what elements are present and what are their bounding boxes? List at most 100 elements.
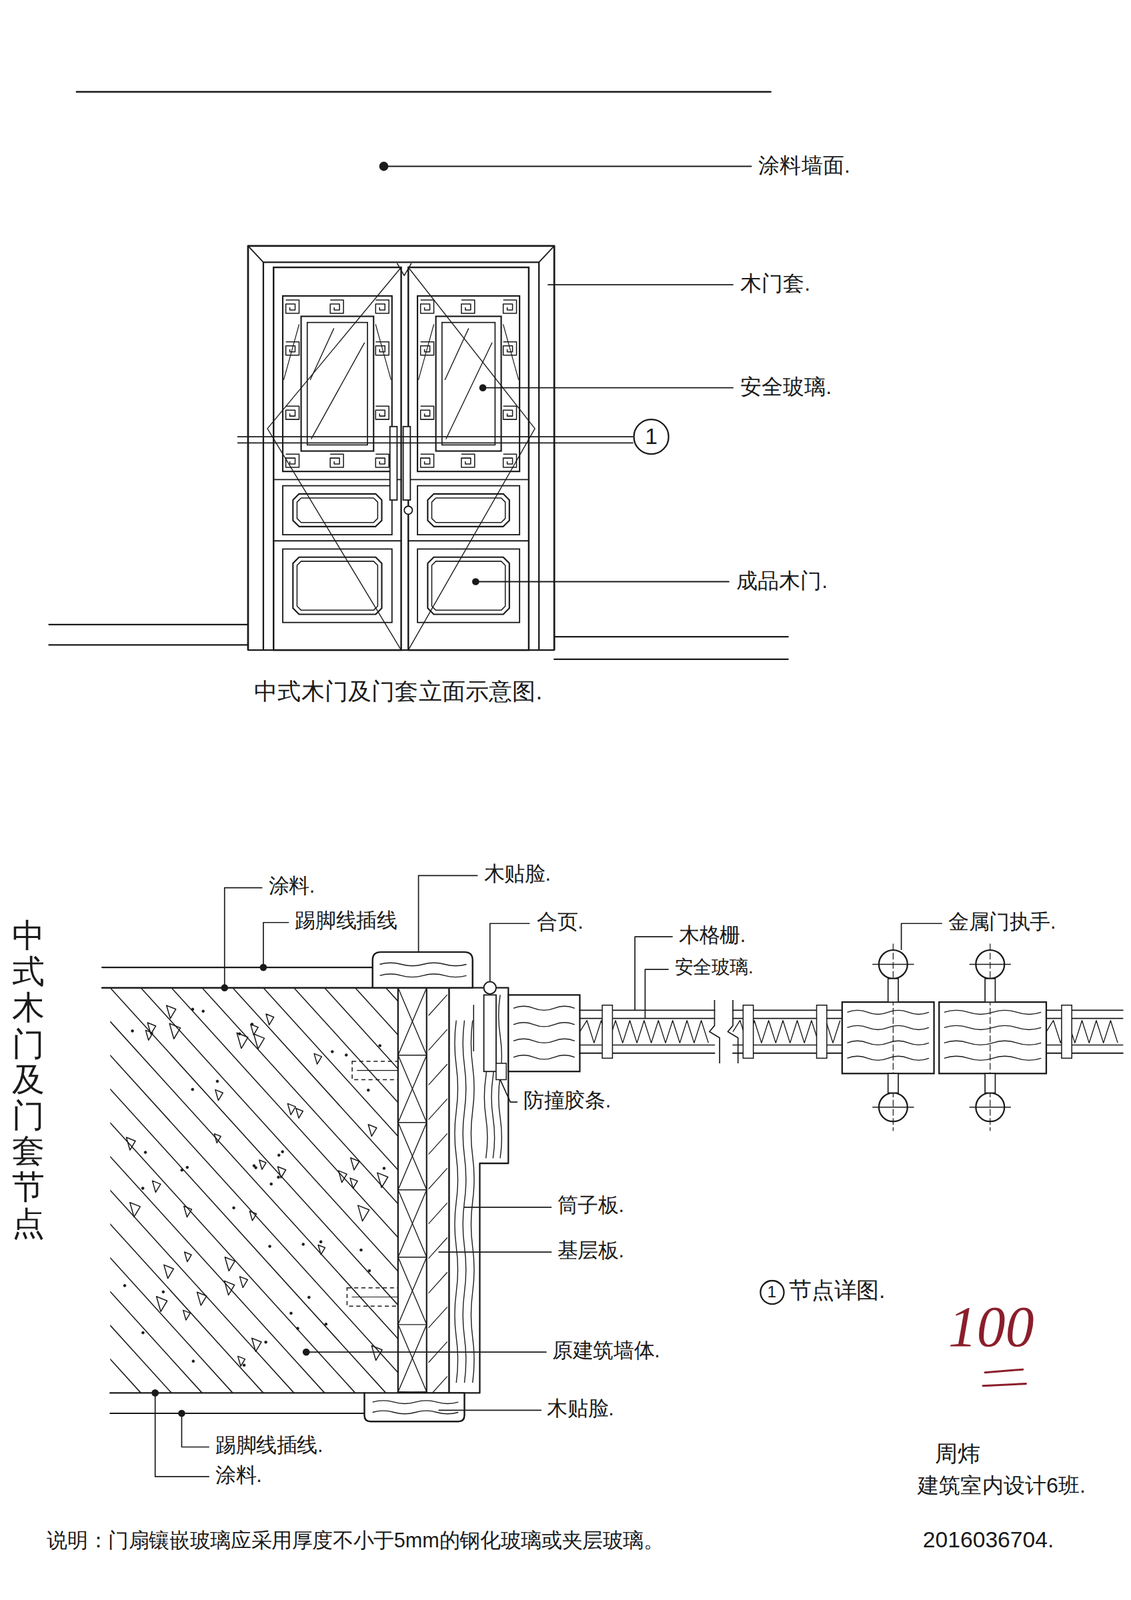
base-board — [426, 988, 450, 1394]
handle-spindle — [888, 978, 899, 1003]
skirting-line — [48, 624, 248, 626]
plywood-hatch — [428, 1169, 448, 1190]
part-label: 木格栅. — [677, 923, 747, 947]
plywood-hatch — [428, 1203, 448, 1225]
door-leaf — [408, 267, 529, 651]
aggregate-dot — [378, 1044, 382, 1048]
floor-line — [48, 644, 248, 646]
aggregate-dot — [277, 1154, 281, 1158]
aggregate-mark — [377, 1173, 389, 1188]
blocking-joint — [398, 1054, 427, 1056]
glass-pane — [307, 322, 368, 446]
glass-frame — [301, 316, 375, 452]
handle-axis — [989, 944, 991, 1131]
hatch-line — [110, 988, 203, 1394]
leader-line — [490, 923, 531, 982]
aggregate-dot — [191, 1008, 195, 1011]
leader-line — [181, 1413, 209, 1448]
door-stile — [508, 994, 580, 1072]
aggregate-mark — [238, 1356, 246, 1367]
wood-grain — [379, 962, 467, 967]
aggregate-mark — [145, 1030, 153, 1041]
aggregate-dot — [302, 1243, 305, 1247]
leader-line — [901, 923, 943, 951]
fret-ornament — [330, 454, 344, 468]
wood-grain — [372, 1401, 459, 1405]
hinge-leaf — [484, 994, 497, 1072]
door-leaf — [273, 267, 401, 651]
lattice-panel — [282, 296, 393, 472]
wood-grain — [379, 974, 467, 978]
section-line — [238, 436, 633, 438]
grade-mark: 100 — [946, 1294, 1035, 1361]
leader-line — [155, 1393, 210, 1478]
aggregate-mark — [314, 1053, 322, 1065]
part-label: 2016036704. — [921, 1527, 1055, 1554]
blocking-cross — [398, 1190, 427, 1258]
hatch-line — [294, 988, 399, 1394]
fret-ornament — [503, 300, 517, 314]
wall-face-line — [102, 986, 373, 989]
glass-hatch — [446, 342, 493, 439]
part-label: 说明：门扇镶嵌玻璃应采用厚度不小于5mm的钢化玻璃或夹层玻璃。 — [46, 1529, 665, 1553]
aggregate-dot — [162, 1291, 165, 1294]
leader-line — [464, 1207, 551, 1209]
wood-grain — [846, 1010, 929, 1015]
aggregate-mark — [126, 1137, 136, 1151]
grade-underline — [984, 1369, 1023, 1374]
part-label: 建筑室内设计6班. — [916, 1473, 1087, 1499]
aggregate-dot — [290, 1312, 293, 1316]
aggregate-mark — [252, 1338, 262, 1352]
part-label: 涂料. — [214, 1463, 263, 1488]
part-label: 安全玻璃. — [738, 374, 833, 400]
aggregate-dot — [366, 1088, 370, 1092]
blocking-cross — [398, 1190, 427, 1258]
blocking-cross — [398, 1325, 427, 1393]
plywood-hatch — [428, 1134, 448, 1156]
meeting-stile — [938, 1002, 1047, 1074]
aggregate-dot — [330, 1050, 334, 1054]
blocking-cross — [398, 1257, 427, 1326]
aggregate-dot — [319, 1241, 323, 1244]
lattice-hatch — [284, 324, 300, 381]
glass-hatch — [444, 328, 469, 381]
callout-number: 1 — [644, 425, 658, 449]
leader-line — [306, 1351, 547, 1354]
panel-moulding — [431, 561, 505, 611]
fret-ornament — [503, 454, 517, 468]
glass-hatch — [311, 342, 365, 439]
aggregate-dot — [123, 1285, 127, 1288]
wood-grain — [944, 1010, 1041, 1015]
blocking-cross — [398, 988, 427, 1056]
aggregate-mark — [259, 1160, 267, 1170]
part-label: 木门套. — [738, 271, 811, 297]
leaf-joint-mark — [396, 263, 411, 276]
leader-line — [482, 387, 733, 389]
fret-ornament — [420, 406, 435, 420]
aggregate-dot — [270, 1183, 273, 1186]
grille-bar — [1061, 1005, 1072, 1059]
wood-grain — [513, 1055, 575, 1060]
fret-ornament — [420, 454, 435, 468]
grille-edge — [579, 1052, 715, 1055]
handle-axis — [969, 964, 1011, 966]
hatch-line — [110, 988, 264, 1394]
glass-line — [579, 1018, 715, 1020]
wood-grain — [513, 1022, 575, 1027]
leader-line — [224, 888, 263, 989]
floor-line — [554, 658, 789, 661]
bumper-strip — [496, 1063, 507, 1080]
blocking-cross — [398, 1122, 427, 1191]
aggregate-mark — [130, 1203, 141, 1218]
jamb-lining — [449, 988, 509, 1394]
handle-spindle — [984, 1073, 995, 1093]
aggregate-mark — [287, 1103, 296, 1115]
aggregate-dot — [382, 1167, 386, 1171]
aggregate-mark — [249, 1211, 257, 1222]
aggregate-dot — [277, 1176, 281, 1180]
aggregate-mark — [236, 1032, 249, 1049]
grille-bar — [816, 1005, 827, 1059]
lattice-panel — [417, 296, 520, 472]
plywood-hatch — [428, 994, 448, 1016]
